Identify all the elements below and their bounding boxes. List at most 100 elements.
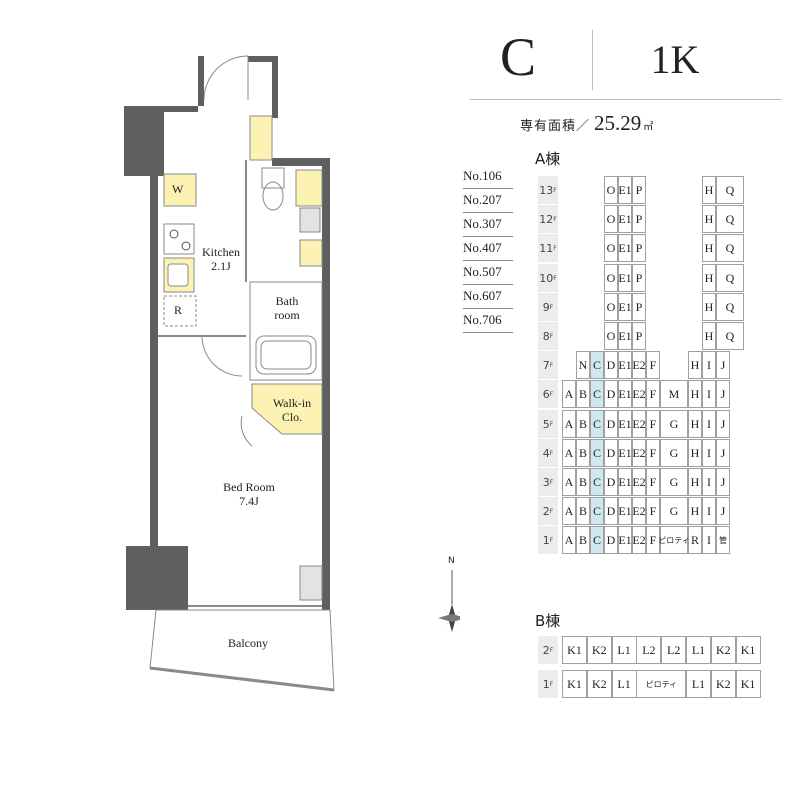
wall-segment bbox=[158, 106, 198, 112]
building-a-title: A棟 bbox=[535, 150, 561, 168]
floor-tab bbox=[538, 670, 558, 698]
unit-cell: K2 bbox=[710, 636, 736, 664]
walkin-label: Walk-in Clo. bbox=[262, 396, 322, 424]
unit-cell: K1 bbox=[735, 636, 761, 664]
unit-cell: O bbox=[604, 205, 618, 233]
unit-number: No.307 bbox=[463, 214, 513, 237]
unit-cell: E2 bbox=[632, 351, 646, 379]
floor-number: 2 bbox=[542, 504, 550, 518]
balcony-label: Balcony bbox=[228, 636, 268, 650]
bedroom-label: Bed Room 7.4J bbox=[212, 480, 286, 508]
unit-number: No.207 bbox=[463, 190, 513, 213]
unit-cell: H bbox=[702, 293, 716, 321]
unit-cell: 管 bbox=[716, 526, 730, 554]
unit-cell: C bbox=[590, 468, 604, 496]
floor-number: 13 bbox=[539, 183, 554, 197]
bedroom-name: Bed Room bbox=[223, 480, 275, 494]
unit-cell: D bbox=[604, 497, 618, 525]
unit-cell: E1 bbox=[618, 497, 632, 525]
floor-number: 1 bbox=[542, 533, 550, 547]
fridge-space bbox=[163, 295, 197, 327]
floor-suffix: F bbox=[549, 420, 554, 428]
floor-tab bbox=[538, 351, 558, 379]
floor-number: 3 bbox=[542, 475, 550, 489]
unit-cell: L1 bbox=[686, 636, 711, 664]
floor-tab bbox=[538, 468, 558, 496]
floor-tab bbox=[538, 497, 558, 525]
unit-cell: L2 bbox=[636, 636, 662, 664]
unit-cell: A bbox=[562, 526, 576, 554]
wall-segment bbox=[198, 56, 204, 106]
unit-cell: ピロティ bbox=[636, 670, 687, 698]
floor-suffix: F bbox=[549, 303, 554, 311]
unit-cell: A bbox=[562, 410, 576, 438]
unit-cell: H bbox=[702, 205, 716, 233]
unit-cell: E1 bbox=[618, 205, 632, 233]
unit-cell: K1 bbox=[562, 636, 587, 664]
floor-number: 8 bbox=[542, 329, 550, 343]
unit-cell: A bbox=[562, 439, 576, 467]
area-label: 専有面積／ bbox=[520, 119, 591, 134]
storage bbox=[249, 115, 273, 161]
toilet bbox=[261, 167, 285, 189]
kitchen-label: Kitchen 2.1J bbox=[196, 245, 246, 273]
unit-cell: I bbox=[702, 351, 716, 379]
unit-cell: C bbox=[590, 410, 604, 438]
unit-cell: C bbox=[590, 380, 604, 408]
unit-cell: D bbox=[604, 410, 618, 438]
unit-cell: H bbox=[688, 410, 702, 438]
door-swing bbox=[203, 55, 249, 101]
unit-cell: Q bbox=[716, 234, 744, 262]
floor-tab bbox=[538, 264, 558, 292]
wall-block bbox=[126, 546, 188, 610]
unit-cell: H bbox=[688, 497, 702, 525]
unit-cell: C bbox=[590, 439, 604, 467]
unit-cell: K1 bbox=[562, 670, 587, 698]
unit-cell: I bbox=[702, 526, 716, 554]
unit-cell: E1 bbox=[618, 380, 632, 408]
floor-number: 1 bbox=[542, 677, 550, 691]
compass-north-label: N bbox=[448, 556, 455, 566]
floor-suffix: F bbox=[549, 332, 554, 340]
walkin-name: Walk-in bbox=[272, 396, 312, 410]
unit-cell: H bbox=[702, 264, 716, 292]
unit-cell: G bbox=[660, 410, 688, 438]
unit-cell: A bbox=[562, 497, 576, 525]
unit-cell: J bbox=[716, 468, 730, 496]
unit-cell: G bbox=[660, 497, 688, 525]
floor-number: 9 bbox=[542, 300, 550, 314]
floor-suffix: F bbox=[549, 536, 554, 544]
unit-cell: E1 bbox=[618, 439, 632, 467]
unit-cell: E1 bbox=[618, 526, 632, 554]
unit-cell: Q bbox=[716, 264, 744, 292]
unit-cell: P bbox=[632, 293, 646, 321]
unit-cell: P bbox=[632, 322, 646, 350]
unit-cell: F bbox=[646, 439, 660, 467]
unit-cell: A bbox=[562, 468, 576, 496]
unit-cell: P bbox=[632, 234, 646, 262]
unit-letter: C bbox=[499, 27, 537, 87]
unit-cell: I bbox=[702, 468, 716, 496]
unit-cell: E1 bbox=[618, 293, 632, 321]
unit-cell: P bbox=[632, 205, 646, 233]
unit-cell: B bbox=[576, 410, 590, 438]
floor-tab bbox=[538, 636, 558, 664]
unit-cell: E1 bbox=[618, 264, 632, 292]
unit-cell: J bbox=[716, 351, 730, 379]
unit-cell: H bbox=[688, 468, 702, 496]
unit-cell: F bbox=[646, 410, 660, 438]
floor-suffix: F bbox=[549, 507, 554, 515]
header-rule bbox=[470, 99, 782, 100]
unit-cell: K2 bbox=[710, 670, 736, 698]
floor-tab bbox=[538, 410, 558, 438]
unit-type: 1K bbox=[650, 37, 700, 82]
bath-label: Bath room bbox=[262, 294, 312, 322]
floor-suffix: F bbox=[553, 186, 557, 194]
